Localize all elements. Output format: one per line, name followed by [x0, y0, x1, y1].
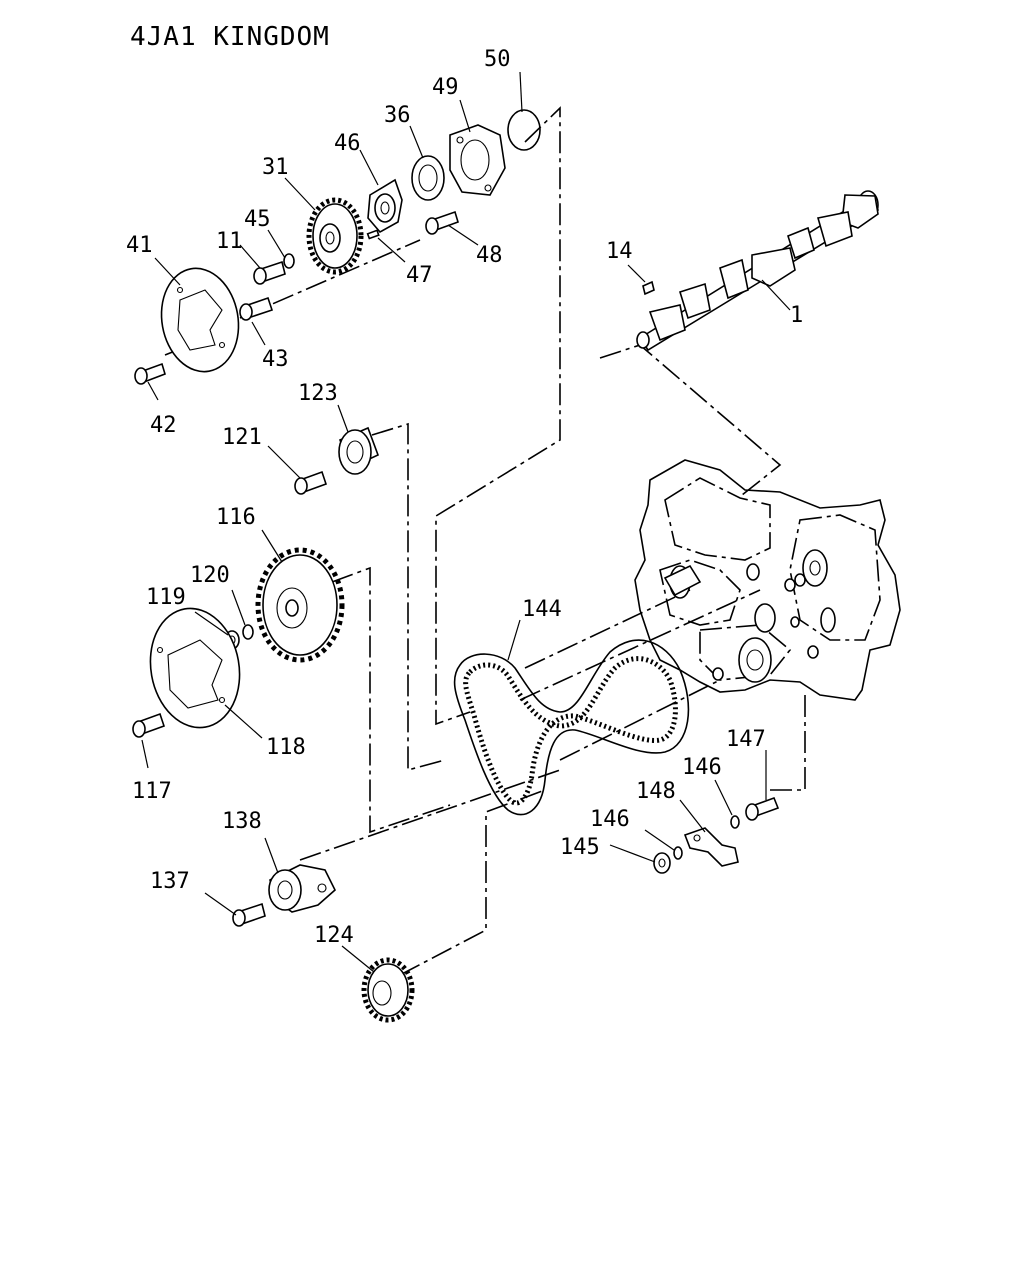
- callout-123: 123: [298, 381, 338, 406]
- callout-146-lower: 146: [590, 807, 630, 832]
- callout-48: 48: [476, 243, 503, 268]
- camshaft-pulley-group: [253, 109, 541, 285]
- callout-47: 47: [406, 263, 433, 288]
- callout-118: 118: [266, 735, 306, 760]
- bracket-148: [683, 827, 739, 867]
- dowel-pin: [366, 229, 380, 240]
- assembly-centerlines: [164, 106, 806, 976]
- seal-retainer: [449, 124, 506, 196]
- pulley-plate-41: [160, 267, 240, 373]
- callout-41: 41: [126, 233, 153, 258]
- leader-lines: [141, 71, 791, 973]
- bolt-11: [253, 260, 286, 285]
- callout-14: 14: [606, 239, 633, 264]
- callout-120: 120: [190, 563, 230, 588]
- callout-50: 50: [484, 47, 511, 72]
- callout-labels: 50 49 36 46 31 45 11 41 48 47 43 42 14 1…: [126, 47, 803, 948]
- pulley-hub: [367, 178, 403, 234]
- camshaft: [636, 190, 880, 352]
- nut-145: [653, 852, 671, 874]
- callout-1: 1: [790, 303, 803, 328]
- diagram-title: 4JA1 KINGDOM: [130, 22, 330, 52]
- callout-36: 36: [384, 103, 411, 128]
- crank-pulley-124: [361, 957, 415, 1023]
- idler-pulley-123: [338, 426, 380, 475]
- bolt-147: [745, 796, 780, 821]
- callout-116: 116: [216, 505, 256, 530]
- o-ring: [507, 109, 541, 151]
- callout-121: 121: [222, 425, 262, 450]
- bolt-48: [425, 210, 459, 235]
- washer-146-upper: [730, 815, 740, 829]
- callout-117: 117: [132, 779, 172, 804]
- bolt-42: [134, 362, 166, 385]
- washer-120: [242, 624, 254, 640]
- callout-46: 46: [334, 131, 361, 156]
- callout-144: 144: [522, 597, 562, 622]
- callout-138: 138: [222, 809, 262, 834]
- bolt-121: [294, 470, 328, 495]
- oil-seal: [411, 155, 445, 201]
- washer-146-lower: [673, 846, 683, 860]
- callout-119: 119: [146, 585, 186, 610]
- callout-148: 148: [636, 779, 676, 804]
- callout-42: 42: [150, 413, 177, 438]
- timing-belt-144: [453, 639, 690, 816]
- injection-pump-pulley-116: [255, 547, 345, 663]
- tensioner-138: [268, 864, 336, 913]
- bolt-117: [132, 712, 166, 738]
- pulley-flange-118: [149, 607, 241, 729]
- callout-11: 11: [216, 229, 243, 254]
- washer-45: [283, 253, 295, 269]
- callout-31: 31: [262, 155, 289, 180]
- callout-145: 145: [560, 835, 600, 860]
- callout-45: 45: [244, 207, 271, 232]
- callout-124: 124: [314, 923, 354, 948]
- front-housing: [634, 459, 901, 701]
- key: [642, 280, 655, 296]
- bolt-137: [232, 902, 266, 927]
- callout-147: 147: [726, 727, 766, 752]
- camshaft-pulley: [306, 197, 364, 275]
- callout-137: 137: [150, 869, 190, 894]
- callout-146-upper: 146: [682, 755, 722, 780]
- callout-43: 43: [262, 347, 289, 372]
- callout-49: 49: [432, 75, 459, 100]
- bolt-43: [239, 296, 274, 321]
